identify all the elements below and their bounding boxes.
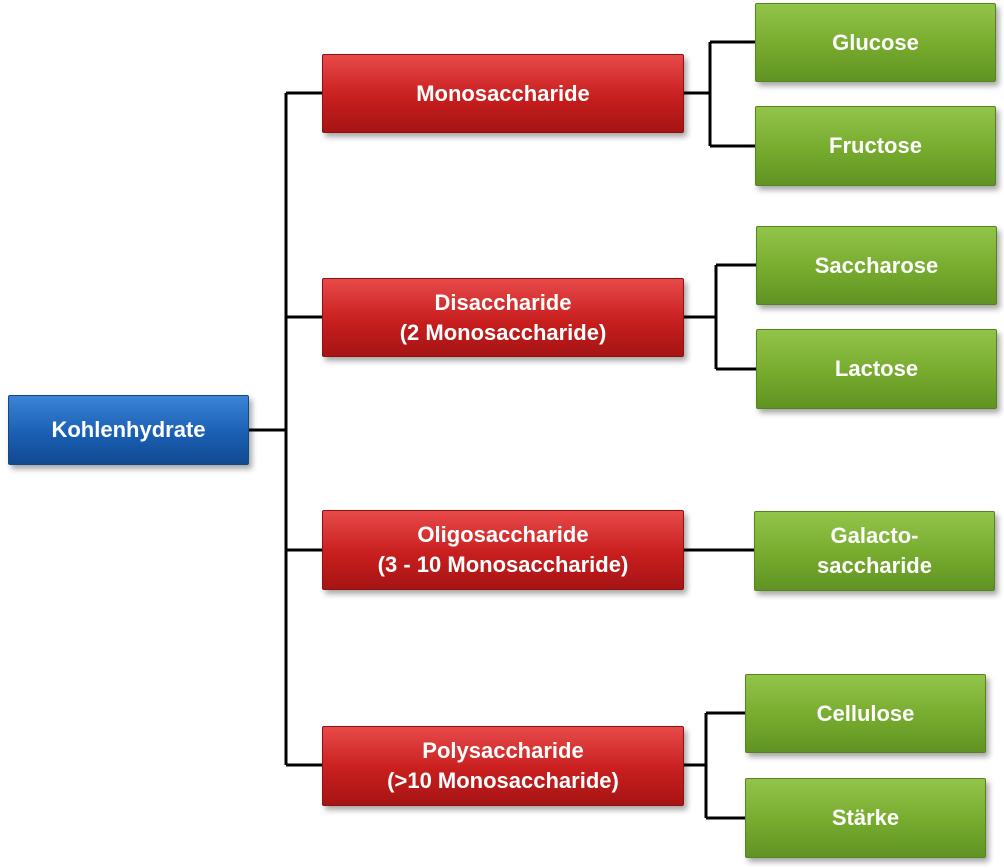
leaf-label: Galacto- saccharide	[817, 523, 932, 578]
category-disaccharide: Disaccharide (2 Monosaccharide)	[322, 278, 684, 357]
leaf-label: Lactose	[834, 356, 919, 381]
leaf-label: Cellulose	[816, 700, 915, 726]
category-polysaccharide: Polysaccharide (>10 Monosaccharide)	[322, 726, 684, 806]
leaf-label: Saccharose	[814, 252, 939, 278]
category-sublabel: (3 - 10 Monosaccharide)	[377, 552, 629, 577]
category-label: Polysaccharide	[422, 738, 584, 763]
category-sublabel: (>10 Monosaccharide)	[387, 768, 619, 793]
leaf-saccharose: Saccharose	[756, 226, 997, 305]
leaf-fructose: Fructose	[755, 106, 996, 186]
leaf-label: Fructose	[829, 133, 922, 158]
leaf-lactose: Lactose	[756, 329, 997, 409]
leaf-galactosaccharide: Galacto- saccharide	[754, 511, 995, 591]
category-label: Disaccharide	[434, 289, 572, 315]
leaf-glucose: Glucose	[755, 3, 996, 82]
leaf-label: Stärke	[831, 805, 900, 830]
root-label: Kohlenhydrate	[51, 417, 206, 442]
category-monosaccharide: Monosaccharide	[322, 54, 684, 133]
leaf-label: Glucose	[832, 29, 919, 55]
category-label: Monosaccharide	[416, 80, 590, 106]
root-node: Kohlenhydrate	[8, 395, 249, 465]
leaf-staerke: Stärke	[745, 778, 986, 858]
category-sublabel: (2 Monosaccharide)	[399, 319, 607, 345]
category-label: Oligosaccharide	[417, 522, 589, 547]
category-oligosaccharide: Oligosaccharide (3 - 10 Monosaccharide)	[322, 510, 684, 590]
leaf-cellulose: Cellulose	[745, 674, 986, 753]
